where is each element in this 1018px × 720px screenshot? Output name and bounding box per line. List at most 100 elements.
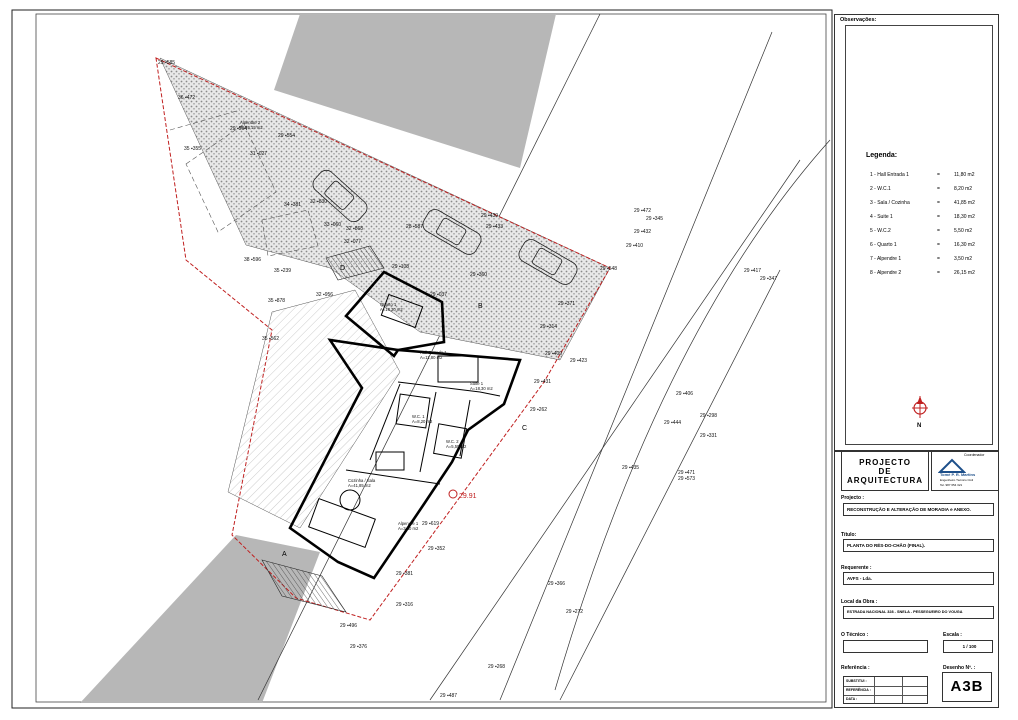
elevation-label: 29 ▪371	[558, 301, 575, 307]
legend-item-value: 26,15 m2	[954, 270, 975, 276]
tecnico-label: O Técnico :	[841, 632, 869, 638]
requerente-value: AVFS - Lda.	[843, 572, 994, 585]
road-bottom	[80, 535, 320, 703]
legend-item-eq: =	[937, 200, 940, 206]
escala-label: Escala :	[943, 632, 962, 638]
legend-item-name: 6 - Quarto 1	[870, 242, 897, 248]
coordinator-phone: Tel. 987 654 321	[940, 483, 963, 487]
legend-item-name: 7 - Alpendre 1	[870, 256, 902, 262]
logo-line2: DE	[878, 467, 892, 476]
room-name: Hall Entrada 1	[420, 350, 447, 355]
legend-item-eq: =	[937, 256, 940, 262]
elevation-label: 29 ▪406	[676, 391, 693, 397]
elevation-label: 29 ▪316	[396, 602, 413, 608]
ref-row-referencia: REFERÊNCIA :	[846, 688, 871, 692]
room-name: W.C. 1	[412, 414, 425, 419]
legend-item-eq: =	[937, 228, 940, 234]
elevation-label: 29 ▪619	[422, 521, 439, 527]
legend-item-value: 41,85 m2	[954, 200, 975, 206]
section-c-label: C	[522, 425, 527, 432]
elevation-label: 38 ▪596	[244, 257, 261, 263]
elevation-label: 29 ▪331	[700, 433, 717, 439]
elevation-label: 29 ▪423	[570, 358, 587, 364]
tecnico-field	[843, 640, 928, 653]
observations-panel	[834, 14, 999, 451]
elevation-label: 29 ▪360	[470, 272, 487, 278]
terrace-hatch	[227, 289, 401, 529]
room-name: Cozinha / Sala	[348, 478, 376, 483]
elevation-label: 35 ▪562	[262, 336, 279, 342]
room-area: A=11,80 m2	[420, 355, 443, 360]
drawing-number: A3B	[942, 672, 992, 702]
coordinator-role: Engenheiro Técnico Civil	[940, 478, 974, 482]
legend-title: Legenda:	[866, 152, 898, 159]
legend-item-name: 1 - Hall Entrada 1	[870, 172, 909, 178]
elevation-label: 29 ▪108	[392, 264, 409, 270]
legend-item-name: 5 - W.C.2	[870, 228, 891, 234]
section-a-label: A	[282, 551, 287, 558]
desenho-label: Desenho Nº. :	[943, 665, 976, 671]
legend-item: 5 - W.C.2 = 5,50 m2	[870, 228, 972, 234]
titulo-value: PLANTA DO RÉS-DO-CHÃO (FINAL).	[843, 539, 994, 552]
north-arrow-icon: N	[912, 396, 928, 428]
room-name: Alpendre 1	[398, 521, 419, 526]
logo-line1: PROJECTO	[859, 458, 911, 467]
elevation-label: 32 ▪830	[310, 199, 327, 205]
projecto-label: Projecto :	[841, 495, 865, 501]
requerente-label: Requerente :	[841, 565, 872, 571]
cars	[312, 169, 578, 285]
elevation-label: 29 ▪573	[678, 476, 695, 482]
legend-item: 2 - W.C.1=8,20 m2	[870, 186, 972, 192]
room-area: A=26,15 m2	[240, 125, 263, 130]
legend-item-eq: =	[937, 214, 940, 220]
referencia-table: SUBSTITUI : REFERÊNCIA : DATA :	[843, 676, 928, 704]
legend-item-value: 16,30 m2	[954, 242, 975, 248]
elevation-label: 29 ▪381	[396, 571, 413, 577]
section-b-label: B	[478, 303, 483, 310]
observations-label: Observações:	[840, 17, 877, 23]
elevation-label: 29 ▪037	[430, 292, 447, 298]
observations-inner-frame	[845, 25, 993, 445]
elevation-label: 29 ▪548	[600, 266, 617, 272]
elevation-label: 28 ▪587	[406, 224, 423, 230]
room-area: A=18,30 m2	[470, 386, 493, 391]
elevation-label: 29 ▪314	[540, 324, 557, 330]
legend-item-eq: =	[937, 270, 940, 276]
legend-item: 4 - Suite 1=18,30 m2	[870, 214, 975, 220]
legend-item-value: 5,50 m2	[954, 228, 973, 234]
legend-item-value: 11,80 m2	[954, 172, 975, 178]
local-value: ESTRADA NACIONAL 328 - SNELA - PESSEGUEI…	[843, 606, 994, 619]
elevation-label: 29 ▪352	[428, 546, 445, 552]
escala-value: 1 / 100	[943, 640, 993, 653]
legend-item-value: 18,30 m2	[954, 214, 975, 220]
elevation-label: 29 ▪471	[678, 470, 695, 476]
elevation-label: 32 ▪956	[316, 292, 333, 298]
elevation-label: 32 ▪077	[344, 239, 361, 245]
room-area: A=41,85 m2	[348, 483, 371, 488]
legend-item-name: 2 - W.C.1	[870, 186, 891, 192]
elevation-label: 34 ▪381	[284, 202, 301, 208]
elevation-label: 35 ▪355	[184, 146, 201, 152]
legend-item-name: 3 - Sala / Cozinha	[870, 200, 910, 206]
elevation-label: 29 ▪585	[158, 60, 175, 66]
ref-row-substitui: SUBSTITUI :	[846, 679, 867, 683]
room-area: A=8,20 m2	[412, 419, 433, 424]
legend-item: 7 - Alpendre 1 = 3,50 m2	[870, 256, 972, 262]
logo-line3: ARQUITECTURA	[847, 476, 923, 485]
elevation-label: 29 ▪298	[700, 413, 717, 419]
local-label: Local da Obra :	[841, 599, 878, 605]
house-walls	[288, 270, 522, 580]
elevation-label: 29 ▪430	[481, 213, 498, 219]
legend-item-value: 3,50 m2	[954, 256, 973, 262]
legend-item: 3 - Sala / Cozinha = 41,85 m2	[870, 200, 975, 206]
elevation-label: 29 ▪345	[646, 216, 663, 222]
legend-item: 8 - Alpendre 2=26,15 m2	[870, 270, 975, 276]
elevation-label: 29 ▪431	[534, 379, 551, 385]
room-area: A=5,50 m2	[446, 444, 467, 449]
legend-item: 1 - Hall Entrada 1=11,80 m2	[870, 172, 974, 178]
room-area: A=16,30 m2	[380, 307, 403, 312]
elevation-label: 35 ▪239	[274, 268, 291, 274]
elevation-label: 29 ▪366	[548, 581, 565, 587]
